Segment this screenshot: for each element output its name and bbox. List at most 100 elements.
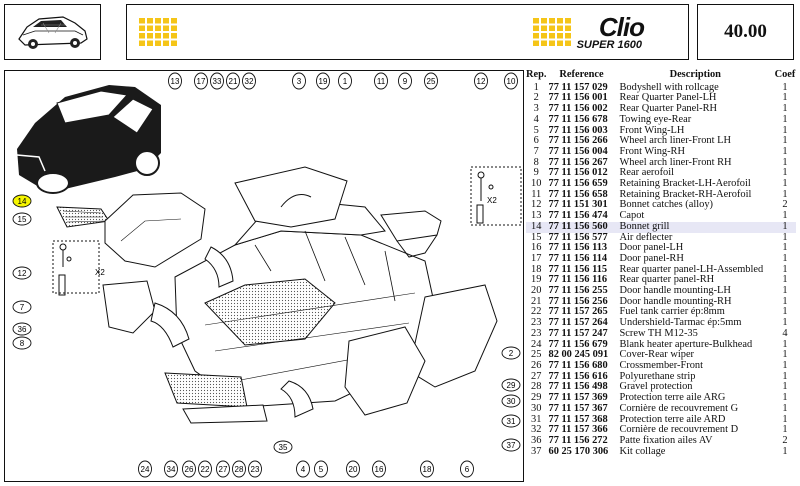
cell-coef: 1 — [782, 145, 788, 157]
cell-desc: Front Wing-RH — [619, 145, 686, 157]
bonnet-part — [104, 192, 206, 268]
cell-ref: 77 11 157 264 — [548, 317, 608, 329]
callout-label: 19 — [319, 77, 328, 86]
callout-label: 34 — [167, 465, 176, 474]
callout-label: 9 — [403, 77, 408, 86]
cell-coef: 1 — [782, 135, 788, 147]
callout-33: 33 — [210, 72, 224, 90]
callout-12: 12 — [12, 266, 32, 280]
stripe-block — [155, 40, 161, 46]
stripe-block — [171, 40, 177, 46]
cell-coef: 1 — [782, 285, 788, 297]
col-reference-header: Reference — [559, 69, 604, 80]
cell-rep: 4 — [533, 113, 539, 125]
cell-rep: 14 — [526, 221, 547, 233]
cell-ref: 77 11 156 003 — [548, 124, 608, 136]
callout-31: 31 — [501, 414, 521, 428]
cell-rep: 10 — [531, 178, 542, 190]
cell-rep: 7 — [533, 145, 539, 157]
cell-ref: 77 11 157 367 — [548, 402, 608, 414]
callout-label: 26 — [185, 465, 194, 474]
cell-ref: 77 11 156 658 — [548, 188, 608, 200]
brand-logo-subtitle: SUPER 1600 — [576, 39, 642, 51]
stripe-block — [541, 40, 547, 46]
cell-coef: 1 — [782, 306, 788, 318]
multiplier-right: X2 — [487, 196, 497, 205]
cell-desc: Retaining Bracket-RH-Aerofoil — [619, 188, 752, 200]
callout-2: 2 — [501, 346, 521, 360]
stripe-block — [557, 18, 563, 24]
callout-29: 29 — [501, 378, 521, 392]
cell-coef: 1 — [782, 445, 788, 457]
col-rep-header: Rep. — [526, 69, 547, 80]
callout-label: 5 — [319, 465, 324, 474]
cell-rep: 32 — [531, 424, 542, 436]
cell-desc: Rear Quarter Panel-RH — [619, 103, 718, 115]
cell-ref: 77 11 156 498 — [548, 381, 608, 393]
callout-3: 3 — [292, 72, 306, 90]
rear-aerofoil-part — [380, 210, 442, 242]
cell-desc: Door handle mounting-LH — [619, 285, 731, 297]
cell-coef: 1 — [782, 274, 788, 286]
cell-rep: 11 — [531, 188, 542, 200]
callout-label: 27 — [219, 465, 228, 474]
bonnet-catches-left-icon — [52, 240, 100, 296]
cell-coef: 1 — [782, 103, 788, 115]
cell-ref: 77 11 156 002 — [548, 103, 608, 115]
cell-coef: 1 — [782, 263, 788, 275]
cell-rep: 12 — [531, 199, 542, 211]
cell-desc: Protection terre aile ARG — [619, 392, 726, 404]
brand-banner: Clio SUPER 1600 — [126, 4, 689, 60]
cell-coef: 1 — [782, 210, 788, 222]
cell-coef: 2 — [782, 434, 788, 446]
cell-rep: 19 — [531, 274, 542, 286]
callout-label: 1 — [343, 77, 348, 86]
callout-11: 11 — [374, 72, 388, 90]
cell-coef: 1 — [782, 242, 788, 254]
cell-rep: 9 — [533, 167, 539, 179]
cell-coef: 2 — [782, 199, 788, 211]
cell-rep: 13 — [531, 210, 542, 222]
cell-coef: 1 — [774, 221, 796, 233]
callout-label: 30 — [507, 397, 516, 406]
cell-coef: 1 — [782, 113, 788, 125]
cell-desc: Rear Quarter Panel-LH — [619, 92, 717, 104]
cell-desc: Bonnet catches (alloy) — [619, 199, 713, 211]
callout-1: 1 — [338, 72, 352, 90]
callout-label: 7 — [20, 303, 25, 312]
callout-label: 14 — [18, 197, 27, 206]
cell-ref: 77 11 156 560 — [546, 221, 617, 233]
stripe-pattern-right-icon — [533, 18, 571, 46]
cell-coef: 1 — [782, 381, 788, 393]
cell-rep: 5 — [533, 124, 539, 136]
cell-rep: 26 — [531, 359, 542, 371]
callout-15: 15 — [12, 212, 32, 226]
cell-desc: Capot — [619, 210, 645, 222]
callout-4: 4 — [296, 460, 310, 478]
page-number: 40.00 — [724, 21, 767, 42]
cell-rep: 6 — [533, 135, 539, 147]
cell-coef: 1 — [782, 359, 788, 371]
cell-ref: 60 25 170 306 — [548, 445, 609, 457]
cell-rep: 20 — [531, 285, 542, 297]
stripe-block — [139, 33, 145, 39]
stripe-block — [541, 25, 547, 31]
cell-desc: Polyurethane strip — [619, 370, 696, 382]
cell-desc: Cornière de recouvrement D — [619, 424, 739, 436]
cell-ref: 77 11 157 029 — [548, 81, 608, 93]
cell-rep: 27 — [531, 370, 542, 382]
callout-16: 16 — [372, 460, 386, 478]
cell-coef: 1 — [782, 167, 788, 179]
stripe-block — [147, 25, 153, 31]
cell-ref: 77 11 156 114 — [548, 252, 608, 264]
